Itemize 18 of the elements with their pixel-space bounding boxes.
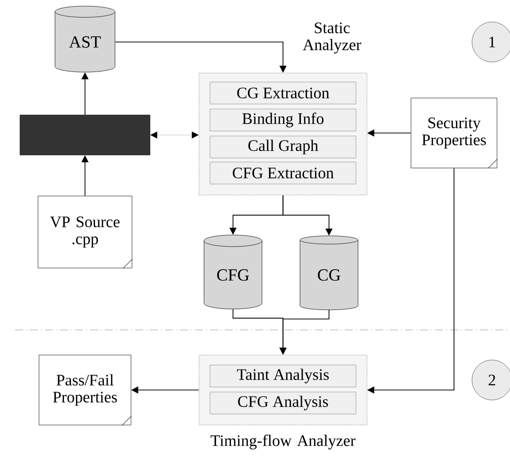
step-number: 1 (472, 22, 510, 62)
step-number: 2 (472, 360, 510, 400)
document-box: Pass/Fail Properties (38, 354, 132, 426)
module-box: Taint Analysis (210, 364, 356, 388)
database-cylinder: CFG (204, 234, 262, 310)
panel-title: Timing-flow Analyzer (210, 434, 356, 450)
module-box: CFG Extraction (210, 162, 356, 184)
document-box: Security Properties (410, 98, 498, 168)
module-box: Call Graph (210, 136, 356, 158)
process-box (20, 114, 150, 156)
module-box: CG Extraction (210, 82, 356, 104)
database-cylinder: AST (54, 6, 116, 72)
module-box: Binding Info (210, 108, 356, 132)
panel-title: Static Analyzer (302, 22, 362, 54)
database-cylinder: CG (300, 236, 358, 310)
module-box: CFG Analysis (210, 392, 356, 414)
arrow (150, 132, 199, 138)
document-box: VP Source .cpp (38, 196, 132, 268)
